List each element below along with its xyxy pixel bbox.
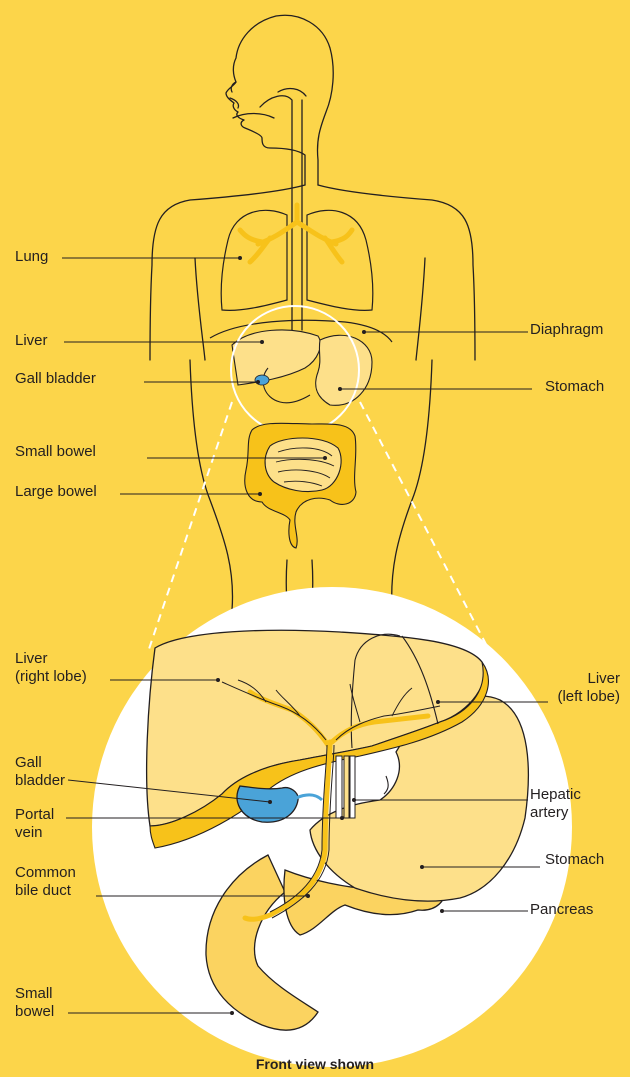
bronchi [240,205,352,262]
label-stomach: Stomach [545,378,604,396]
label-diaphragm: Diaphragm [530,321,603,339]
label-gall-bladder: Gall bladder [15,370,96,388]
label-liver: Liver [15,332,48,350]
label-common-bile-duct: Common bile duct [15,864,76,900]
label-portal-vein: Portal vein [15,806,54,842]
liver-small [232,330,320,385]
label-small-bowel: Small bowel [15,443,96,461]
label-gall-bladder-inset: Gall bladder [15,754,65,790]
vessels [336,756,355,818]
label-lung: Lung [15,248,48,266]
lungs [221,210,373,310]
label-hepatic-artery: Hepatic artery [530,786,581,822]
body-outline [150,15,475,610]
label-liver-left-lobe: Liver (left lobe) [520,670,620,706]
small-bowel-small [265,438,341,492]
caption: Front view shown [0,1056,630,1072]
label-liver-right-lobe: Liver (right lobe) [15,650,87,686]
label-large-bowel: Large bowel [15,483,97,501]
label-stomach-inset: Stomach [545,851,604,869]
stomach-small [316,335,372,405]
label-pancreas: Pancreas [530,901,593,919]
label-small-bowel-inset: Small bowel [15,985,54,1021]
